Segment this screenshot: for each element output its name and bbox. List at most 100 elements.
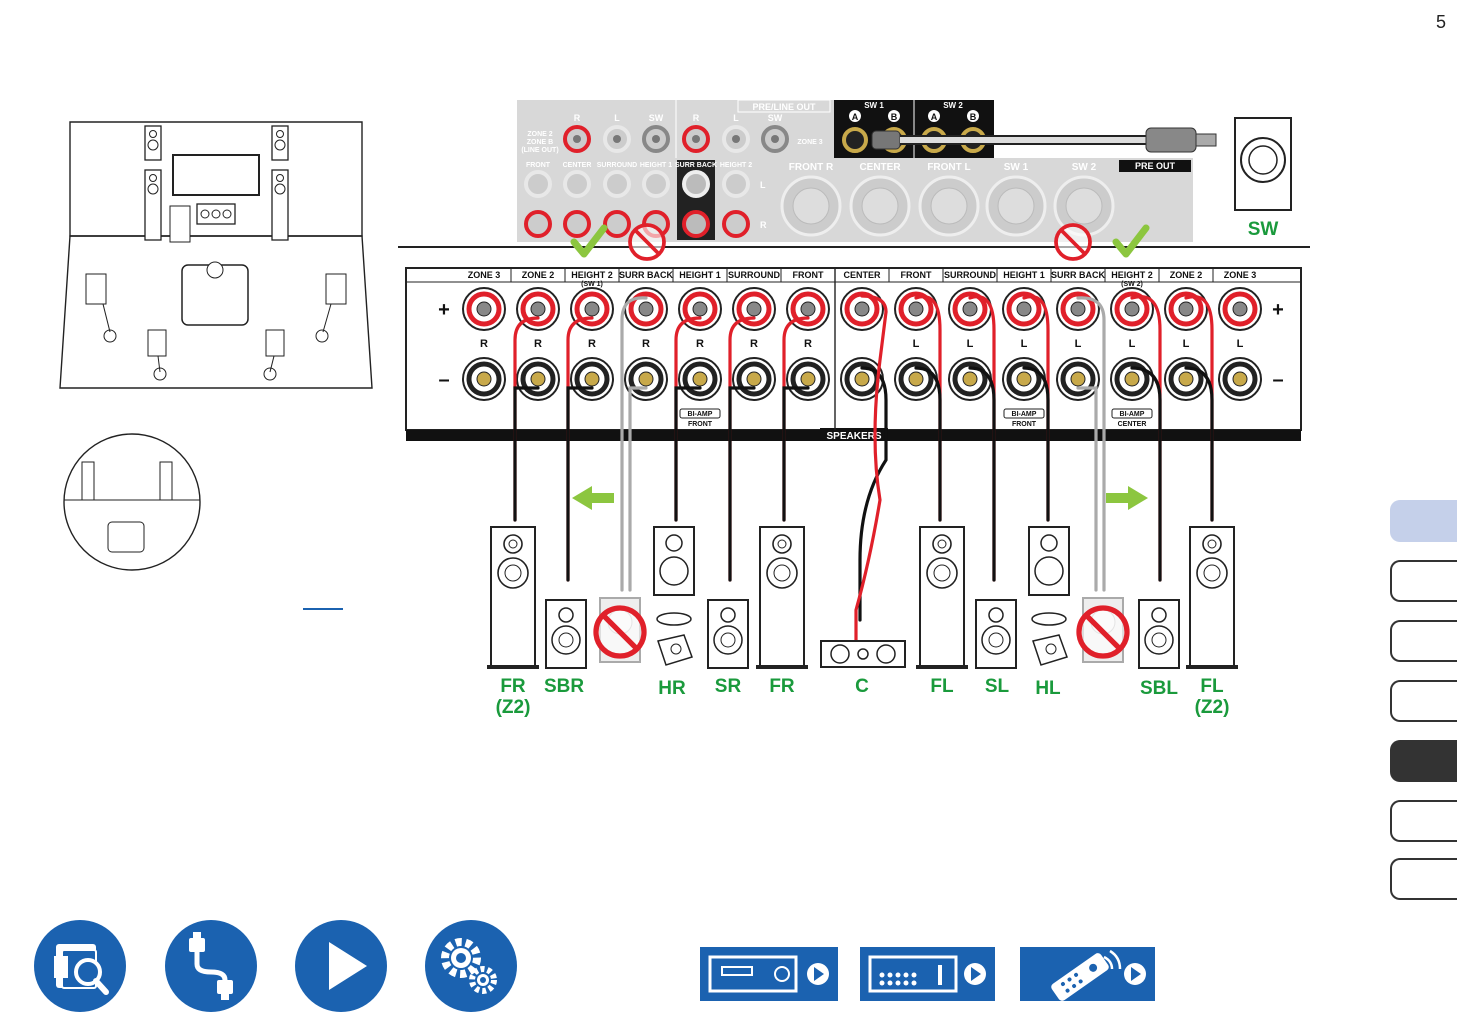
side-tab-2[interactable] [1390,560,1457,602]
side-tab-3[interactable] [1390,620,1457,662]
side-tab-4[interactable] [1390,680,1457,722]
surround-speaker-left [85,273,107,305]
center-speaker-icon [196,203,236,225]
sw1-label: SW 1 [864,101,884,110]
terminal-minus-hole-4 [692,371,708,387]
terminal-channel-4: R [696,338,704,350]
rca-jack-lower-0 [524,210,552,238]
reference-link[interactable] [303,608,343,610]
pre-line-out-label: PRE/LINE OUT [752,102,816,112]
wire-plus-0 [513,316,540,522]
ab-letter-1: B [891,112,898,122]
front-speaker-right [271,169,289,241]
speaker-label-sbr: SBR [544,676,584,697]
rca-jack-upper-2 [603,170,631,198]
terminal-header-7: CENTER [843,270,881,280]
terminal-channel-13: L [1183,338,1190,350]
terminal-minus-hole-14 [1232,371,1248,387]
terminal-sub-12: (SW 2) [1121,281,1143,288]
wire-plus-6 [914,295,942,522]
speaker-fr-z2-woofer [497,557,529,589]
minus-sign-left: – [438,369,449,391]
speaker-sbl [1138,599,1180,669]
prohibit-icon-right [628,223,666,261]
rca-jack-upper-3 [642,170,670,198]
ab-letter-2: A [931,112,938,122]
speaker-fl-woofer-inner [933,564,951,582]
rca-top-label-3: R [693,113,700,123]
rca-bottom-label-3: HEIGHT 1 [640,162,672,169]
speaker-fr-z2 [487,526,539,669]
biamp-sub-1: FRONT [1012,421,1037,428]
speaker-label-fr-z2: FR [500,676,526,697]
terminal-minus-hole-1 [530,371,546,387]
speaker-wires [513,294,1214,642]
side-tab-7[interactable] [1390,858,1457,900]
side-tab-1[interactable] [1390,500,1457,542]
terminal-header-5: SURROUND [728,270,781,280]
rca-jack-lower-1 [563,210,591,238]
terminal-header-0: ZONE 3 [468,270,501,280]
rca-top-label-5: SW [768,113,783,123]
wire-plus-7 [968,295,996,582]
speaker-sbl-tweeter [1151,607,1167,623]
wire-minus-4 [782,386,810,522]
xlr-jack-inner-0 [792,187,830,225]
speaker-fr-tweeter [772,534,792,554]
room-floor [59,235,373,389]
speaker-label-fl-z2: FL [1200,676,1224,697]
speaker-hr-woofer [659,556,689,586]
speaker-sr-tweeter [720,607,736,623]
terminal-header-11: SURR BACK [1051,270,1106,280]
speaker-fl-z2-woofer [1196,557,1228,589]
speakers-label-box [820,428,888,441]
receiver-front-button[interactable] [700,947,838,1001]
speaker-sbl-woofer-inner [1151,632,1167,648]
xlr-jack-inner-2 [930,187,968,225]
wire-gray-left-minus [1076,386,1098,592]
terminal-header-3: SURR BACK [619,270,674,280]
speaker-center-driver-0 [830,644,850,664]
terminal-channel-2: R [588,338,596,350]
speaker-hr-tweeter [665,534,683,552]
setup-button[interactable] [425,920,517,1012]
speaker-label-sl: SL [985,676,1010,697]
rca-jack-top-pin-4 [732,135,740,143]
terminal-header-14: ZONE 3 [1224,270,1257,280]
terminal-plus-hole-0 [476,301,492,317]
speaker-fl-woofer [926,557,958,589]
contents-icon [54,944,109,995]
playback-button[interactable] [295,920,387,1012]
side-tab-6[interactable] [1390,800,1457,842]
terminal-plus-hole-1 [530,301,546,317]
biamp-box-1 [1003,408,1045,419]
contents-button[interactable] [34,920,126,1012]
pre-out-label: PRE OUT [1135,161,1176,171]
terminal-minus-hole-11 [1070,371,1086,387]
speaker-sublabel-fr-z2: (Z2) [496,697,531,718]
remote-button[interactable] [1020,947,1155,1001]
rca-jack-top-pin-5 [771,135,779,143]
surround-stand-right [322,303,332,333]
speaker-sr-woofer [713,625,743,655]
setup-icon [441,938,497,994]
side-tab-5[interactable] [1390,740,1457,782]
front-speaker-right-tweeter [276,174,284,182]
terminal-sub-2: (SW 1) [581,281,603,288]
speaker-sr-woofer-inner [720,632,736,648]
height-speaker-left-tweeter [149,130,157,138]
speaker-sbr-woofer-inner [558,632,574,648]
terminal-header-9: SURROUND [944,270,997,280]
terminal-channel-11: L [1075,338,1082,350]
rca-jack-top-pin-0 [573,135,581,143]
terminal-minus-hole-12 [1124,371,1140,387]
terminal-minus-hole-3 [638,371,654,387]
speaker-fl-tweeter [932,534,952,554]
plus-sign-left: + [438,299,450,321]
receiver-front-icon [708,955,829,993]
speaker-hl-tweeter [1040,534,1058,552]
receiver-rear-button[interactable] [860,947,995,1001]
speaker-fl [916,526,968,669]
speaker-sl-woofer-inner [988,632,1004,648]
connections-button[interactable] [165,920,257,1012]
